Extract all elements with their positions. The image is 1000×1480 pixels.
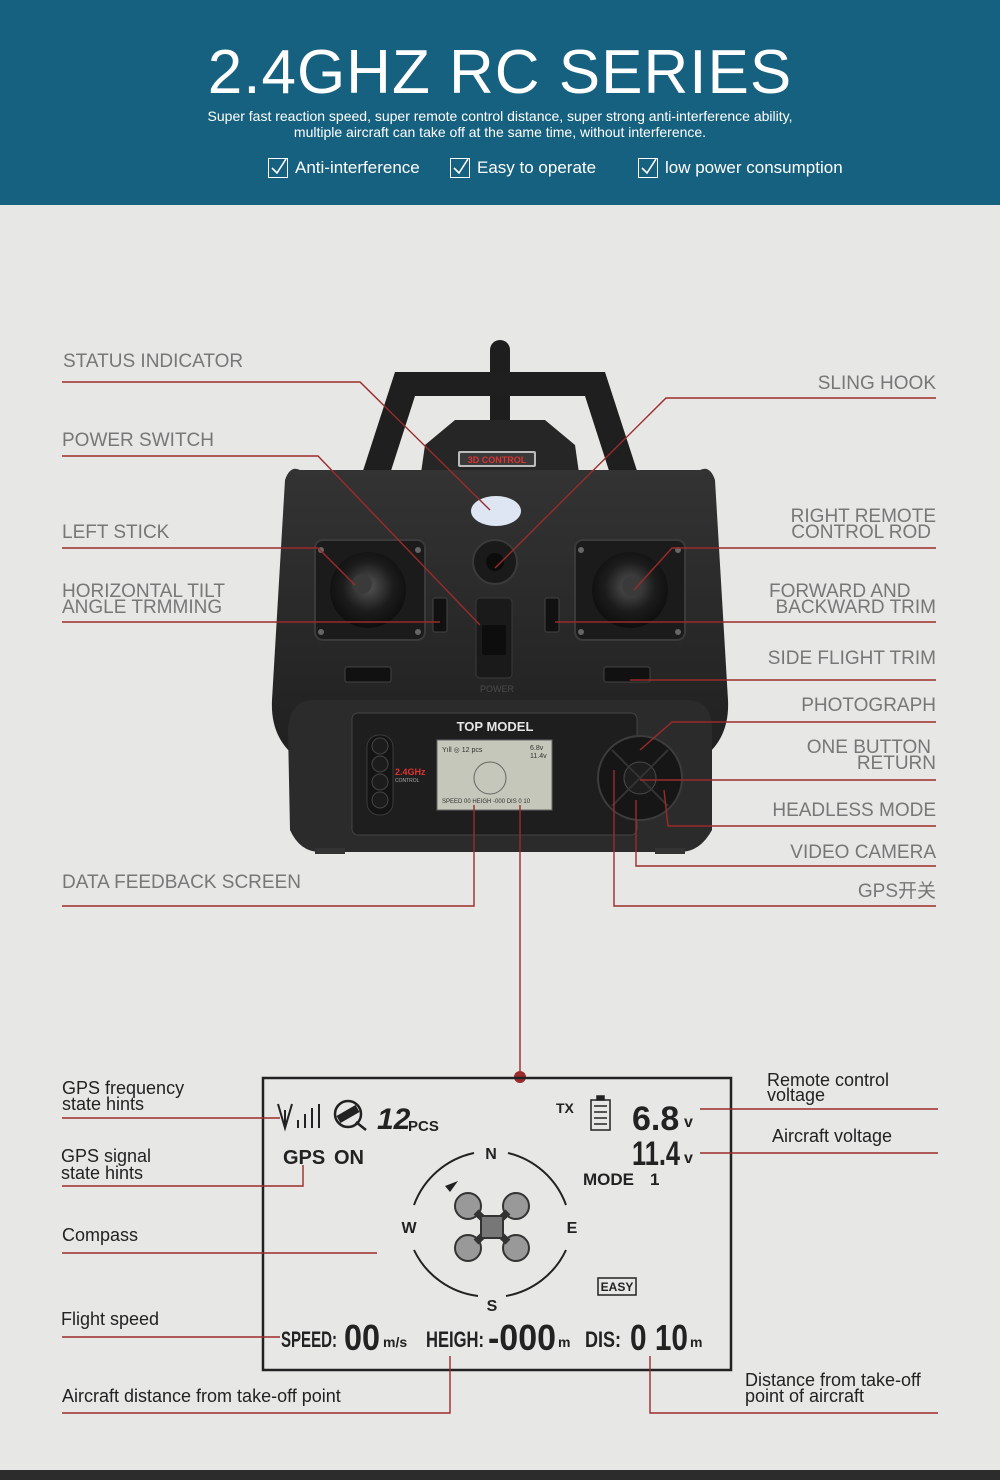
gps-state: ON: [334, 1147, 364, 1169]
tx-voltage-unit: v: [684, 1114, 693, 1131]
callout-horizontal-tilt-1: HORIZONTAL TILT: [62, 581, 225, 602]
callout-lines: [62, 381, 936, 1077]
gps-pcs-unit: PCS: [408, 1118, 439, 1135]
height-value: -000: [488, 1317, 556, 1358]
callout-left-stick: LEFT STICK: [62, 522, 170, 543]
subtitle-line-2: multiple aircraft can take off at the sa…: [293, 124, 707, 140]
dis-value: 0 10: [630, 1317, 688, 1358]
bottom-bar: [0, 1470, 1000, 1480]
lcd-callout-aircraft-voltage: Aircraft voltage: [772, 1126, 893, 1146]
lcd-callout-aircraft-distance: Aircraft distance from take-off point: [62, 1386, 341, 1406]
lcd-callout-gps-signal-1: GPS signal: [61, 1146, 152, 1166]
compass: N S E W: [401, 1146, 577, 1315]
callout-fwd-trim-2: BACKWARD TRIM: [775, 597, 936, 618]
height-label: HEIGH:: [426, 1327, 484, 1352]
mode-label: MODE: [583, 1170, 634, 1189]
lcd-frame: [261, 1076, 733, 1372]
easy-badge: [597, 1277, 637, 1296]
callout-power-switch: POWER SWITCH: [62, 430, 214, 451]
easy-label: EASY: [601, 1280, 634, 1294]
svg-text:Yıll ◎ 12 pcs: Yıll ◎ 12 pcs: [442, 747, 483, 754]
feature-label: Anti-interference: [295, 158, 420, 177]
lcd-callout-gps-signal-2: state hints: [61, 1163, 144, 1183]
freq-label: 2.4GHz: [395, 767, 426, 777]
lcd-callout-rc-voltage-2: voltage: [767, 1085, 826, 1105]
gps-pcs-value: 12: [377, 1103, 411, 1136]
tx-voltage-value: 6.8: [632, 1100, 679, 1138]
feature-low-power: low power consumption: [638, 155, 843, 181]
dis-unit: m: [690, 1334, 702, 1350]
callout-gps-switch: GPS开关: [857, 881, 936, 902]
callout-right-rod-2: CONTROL ROD: [791, 522, 931, 543]
aircraft-voltage-unit: v: [684, 1150, 693, 1167]
power-label: POWER: [480, 684, 515, 694]
checkbox-icon: [638, 158, 658, 178]
lcd-callout-lines: [62, 1108, 938, 1414]
aircraft-voltage-value: 11.4: [632, 1135, 680, 1173]
lcd-callout-distance-2: point of aircraft: [745, 1386, 865, 1406]
signal-bars-icon: [277, 1103, 320, 1132]
callout-side-flight-trim: SIDE FLIGHT TRIM: [767, 648, 936, 669]
compass-s: S: [487, 1298, 498, 1315]
callout-data-feedback-screen: DATA FEEDBACK SCREEN: [62, 872, 301, 893]
compass-n: N: [485, 1146, 497, 1163]
tx-label: TX: [556, 1100, 575, 1116]
checkbox-icon: [268, 158, 288, 178]
compass-e: E: [567, 1220, 578, 1237]
feature-easy-to-operate: Easy to operate: [450, 155, 596, 181]
mode-value: 1: [650, 1170, 659, 1189]
callout-horizontal-tilt-2: ANGLE TRMMING: [62, 597, 223, 618]
sling-handle: [360, 372, 640, 480]
lcd-callout-distance-1: Distance from take-off: [745, 1370, 921, 1390]
header-banner: 2.4GHZ RC SERIES Super fast reaction spe…: [0, 0, 1000, 205]
svg-text:11.4v: 11.4v: [530, 753, 547, 760]
callout-video-camera: VIDEO CAMERA: [790, 842, 936, 863]
checkbox-icon: [450, 158, 470, 178]
brand-badge-text: 3D CONTROL: [468, 455, 527, 465]
page-title: 2.4GHZ RC SERIES: [207, 38, 793, 107]
callout-return-1: ONE BUTTON: [806, 737, 931, 758]
callout-status-indicator: STATUS INDICATOR: [63, 351, 244, 372]
left-horizontal-trim[interactable]: [344, 666, 392, 683]
gps-label: GPS: [283, 1147, 325, 1169]
callout-fwd-trim-1: FORWARD AND: [769, 581, 911, 602]
speed-value: 00: [344, 1317, 380, 1358]
svg-text:6.8v: 6.8v: [530, 745, 544, 752]
compass-w: W: [401, 1220, 417, 1237]
dis-label: DIS:: [585, 1327, 621, 1352]
battery-icon: [590, 1095, 611, 1131]
freq-sub-label: CONTROL: [395, 778, 420, 784]
svg-text:SPEED 00 HEIGH -000 DIS 0 10: SPEED 00 HEIGH -000 DIS 0 10: [442, 799, 531, 805]
drone-icon: [454, 1192, 530, 1262]
lcd-callout-compass: Compass: [62, 1225, 139, 1245]
speed-label: SPEED:: [281, 1327, 337, 1352]
status-indicator-light: [471, 496, 521, 526]
callout-photograph: PHOTOGRAPH: [801, 695, 936, 716]
callout-right-rod-1: RIGHT REMOTE: [790, 506, 936, 527]
lcd-panel: 12 PCS TX 6.8 v 11.4 v GPS ON MODE 1 N S: [261, 1076, 733, 1372]
feature-anti-interference: Anti-interference: [268, 155, 420, 181]
speed-unit: m/s: [383, 1334, 407, 1350]
lcd-callout-gps-freq-2: state hints: [62, 1094, 145, 1114]
subtitle-line-1: Super fast reaction speed, super remote …: [207, 108, 793, 124]
right-vertical-trim[interactable]: [544, 597, 560, 633]
callout-return-2: RETURN: [856, 753, 936, 774]
callout-headless-mode: HEADLESS MODE: [772, 800, 936, 821]
right-horizontal-trim[interactable]: [603, 666, 651, 683]
lcd-callout-flight-speed: Flight speed: [61, 1309, 160, 1329]
left-vertical-trim[interactable]: [432, 597, 448, 633]
feature-label: Easy to operate: [477, 158, 597, 177]
satellite-icon: [333, 1099, 367, 1131]
feature-label: low power consumption: [665, 158, 843, 177]
height-unit: m: [558, 1334, 570, 1350]
callout-sling-hook: SLING HOOK: [817, 373, 936, 394]
small-lcd: [436, 739, 553, 811]
model-label: TOP MODEL: [457, 719, 534, 734]
remote-controller: 3D CONTROL POWER TOP MODEL: [271, 340, 729, 854]
lcd-callout-rc-voltage-1: Remote control: [767, 1070, 890, 1090]
lcd-callout-gps-freq-1: GPS frequency: [62, 1078, 185, 1098]
